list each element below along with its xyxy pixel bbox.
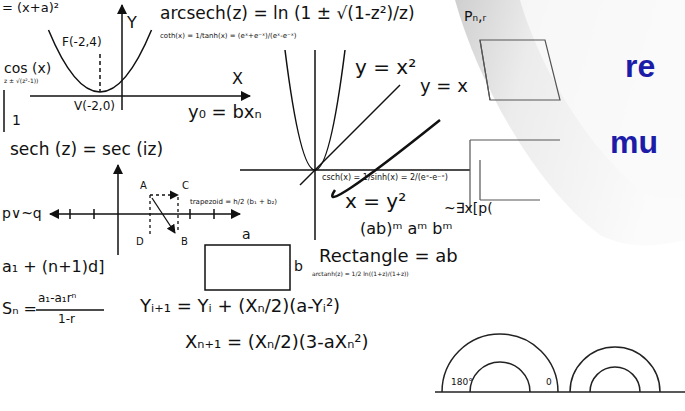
power-graph (240, 50, 470, 240)
number-line (50, 165, 240, 255)
side-label: b (294, 258, 303, 274)
protractor (435, 334, 685, 392)
formula-text: z ± √(z²-1)) (4, 78, 38, 85)
power-graph-part (285, 50, 345, 170)
formula-text: cos (x) (4, 60, 51, 76)
formula-text: y₀ = bxₙ (188, 102, 262, 123)
vector-figure-part (177, 197, 178, 232)
number-line-part (213, 209, 215, 219)
formula-text: Xₙ₊₁ = (Xₙ/2)(3-aXₙ²) (185, 332, 369, 353)
vector-figure-part (149, 195, 150, 236)
formula-text: arctanh(z) = 1/2 ln((1+z)/(1+z)) (312, 271, 409, 278)
formula-text: y = x² (355, 56, 416, 79)
power-graph-part (332, 120, 440, 197)
number-line-part (69, 209, 71, 219)
parabola-graph-part (121, 5, 123, 110)
formula-text: Sₙ = (2, 300, 37, 318)
heading-fragment: re (625, 48, 655, 85)
fraction-bar-part (36, 309, 104, 310)
formula-text: 1-r (58, 313, 75, 327)
parabola-graph-part (99, 54, 101, 92)
vector-figure-part (152, 198, 175, 233)
scale-mark: 0 (546, 377, 552, 387)
cos-bracket-part (3, 90, 5, 132)
formula-text: x = y² (345, 190, 406, 213)
rectangle-figure-part (205, 245, 290, 290)
protractor-part (570, 347, 660, 392)
protractor-part (470, 362, 530, 392)
protractor-part (442, 334, 558, 392)
formula-text: sech (z) = sec (iz) (10, 140, 163, 160)
point-label: V(-2,0) (74, 100, 115, 114)
axis-label: Y (127, 14, 137, 32)
protractor-part (435, 391, 685, 393)
formula-text: arcsech(z) = ln (1 ± √(1-z²)/z) (160, 4, 415, 24)
number-line-part (93, 209, 95, 219)
formula-text: p∨~q (2, 205, 42, 221)
protractor-part (590, 367, 640, 392)
heading-fragment: mu (610, 124, 658, 161)
point-label: A (140, 180, 147, 192)
parabola-graph-part (30, 95, 250, 97)
point-label: C (182, 180, 189, 192)
geometry-sketch-part (470, 140, 560, 210)
scale-mark: 180° (451, 377, 473, 387)
vector-figure-part (150, 194, 178, 195)
vector-figure (150, 195, 178, 236)
formula-text: trapezoid = h/2 (b₁ + b₂) (190, 198, 277, 206)
geometry-sketch-part (480, 40, 560, 100)
power-graph-part (314, 50, 316, 240)
number-line-part (189, 209, 191, 219)
formula-text: csch(x) = 1/sinh(x) = 2/(eˣ-e⁻ˣ) (322, 173, 448, 182)
rectangle-figure (205, 245, 290, 290)
formula-text: = (x+a)² (2, 1, 59, 16)
formula-text: Pₙ,ᵣ (464, 8, 486, 24)
formula-text: Rectangle = ab (319, 246, 458, 267)
formula-text: (ab)ᵐ aᵐ bᵐ (360, 220, 452, 238)
point-label: F(-2,4) (62, 36, 102, 50)
point-label: D (136, 236, 144, 248)
side-label: a (242, 226, 251, 242)
point-label: B (181, 236, 188, 248)
number-line-part (50, 213, 240, 215)
formula-text: ~∃x[p( (444, 200, 493, 216)
axis-label: X (232, 70, 243, 88)
formula-text: coth(x) = 1/tanh(x) = (eˣ+e⁻ˣ)/(eˣ-e⁻ˣ) (160, 32, 297, 40)
parabola-graph-part (49, 30, 152, 92)
formula-text: a₁-a₁rⁿ (38, 292, 76, 306)
cos-bracket (3, 90, 5, 132)
number-line-part (117, 165, 119, 255)
formula-text: 1 (12, 112, 21, 128)
formula-text: y = x (420, 76, 468, 97)
geometry-sketch-part (480, 40, 490, 100)
formula-text: Yᵢ₊₁ = Yᵢ + (Xₙ/2)(a-Yᵢ²) (140, 296, 340, 317)
power-graph-part (240, 169, 470, 171)
fraction-bar (36, 309, 104, 310)
geometry-sketch (470, 40, 560, 210)
formula-text: a₁ + (n+1)d] (2, 258, 104, 276)
